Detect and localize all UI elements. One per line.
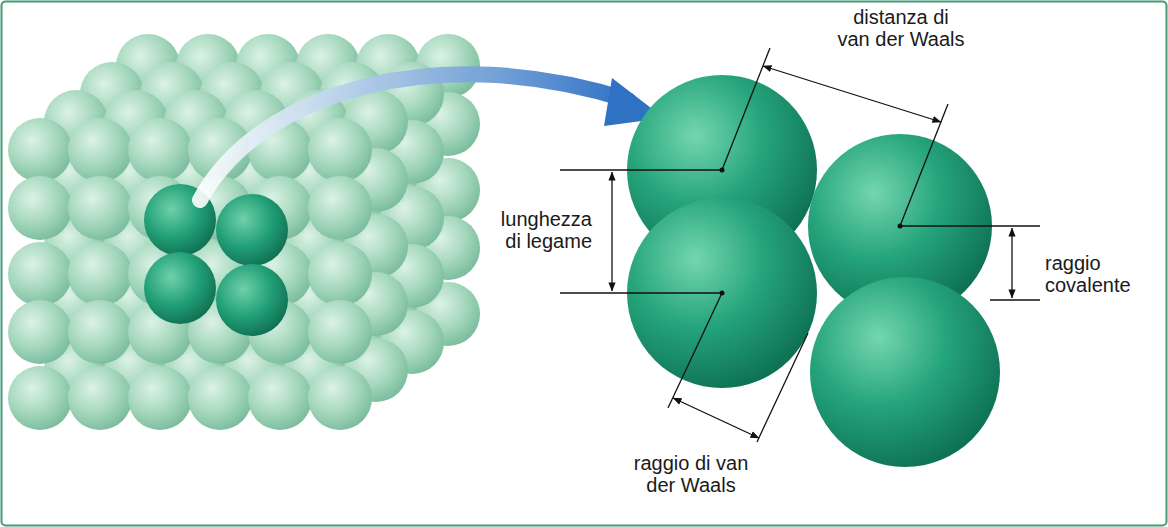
lattice-sphere [8,366,72,430]
lattice-sphere [8,242,72,306]
extension-line [560,169,722,170]
dimension-arrow [763,66,941,122]
dimension-arrow [673,398,759,438]
lattice-sphere [68,118,132,182]
magnified-molecules [627,75,1000,467]
zoom-arrow-body [200,74,628,200]
dimension-arrow [611,172,612,291]
extension-line [722,48,770,170]
lattice-sphere [308,176,372,240]
lattice-sphere [8,300,72,364]
molecule-atom [216,264,288,336]
lattice-sphere [308,118,372,182]
dimension-arrow [1011,228,1012,298]
extension-line [560,292,722,293]
lattice-sphere [188,366,252,430]
molecule-atom [144,252,216,324]
lattice-sphere [128,118,192,182]
zoom-arrow [200,74,664,200]
dimension-label: lunghezza di legame [492,208,592,253]
extension-line [900,225,1040,226]
lattice-sphere [68,366,132,430]
lattice-sphere [308,242,372,306]
lattice-sphere [128,366,192,430]
dimension-label: raggio di van der Waals [625,452,757,497]
dimension-label: raggio covalente [1045,252,1149,297]
dimension-lines [560,48,1040,442]
extension-line [757,333,808,442]
atom-sphere [810,277,1000,467]
lattice-sphere [68,242,132,306]
molecule-atom [216,194,288,266]
extension-line [668,293,722,408]
crystal-lattice [8,34,480,430]
lattice-sphere [308,366,372,430]
lattice-sphere [308,300,372,364]
dimension-label: distanza di van der Waals [835,6,967,51]
lattice-sphere [68,300,132,364]
lattice-sphere [68,176,132,240]
extension-line [990,299,1040,300]
lattice-sphere [8,176,72,240]
lattice-sphere [8,118,72,182]
lattice-sphere [248,366,312,430]
highlighted-molecules [144,184,288,336]
